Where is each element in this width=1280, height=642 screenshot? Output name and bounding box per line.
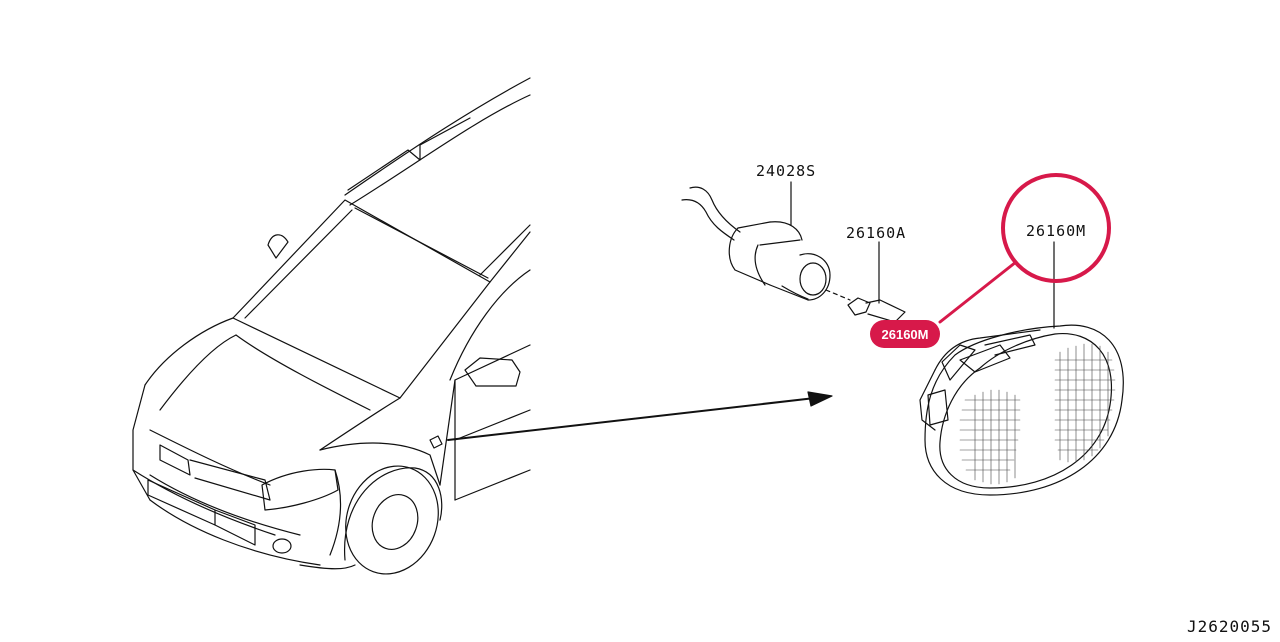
highlight-pointer xyxy=(938,260,1018,324)
car-icon xyxy=(132,77,531,575)
side-marker-lamp-icon xyxy=(919,324,1124,496)
callout-24028s: 24028S xyxy=(756,162,817,180)
bulb-socket-icon xyxy=(681,186,831,301)
location-arrow xyxy=(447,391,833,441)
diagram-id: J2620055 xyxy=(1186,617,1272,636)
callout-26160a: 26160A xyxy=(846,224,907,242)
callout-26160m: 26160M xyxy=(1026,222,1087,240)
lamp-lens-pattern xyxy=(959,343,1116,485)
wedge-bulb-icon xyxy=(847,297,906,323)
assembly-line xyxy=(825,289,851,301)
highlight-badge[interactable]: 26160M xyxy=(870,320,940,348)
highlight-circle xyxy=(1001,173,1111,283)
